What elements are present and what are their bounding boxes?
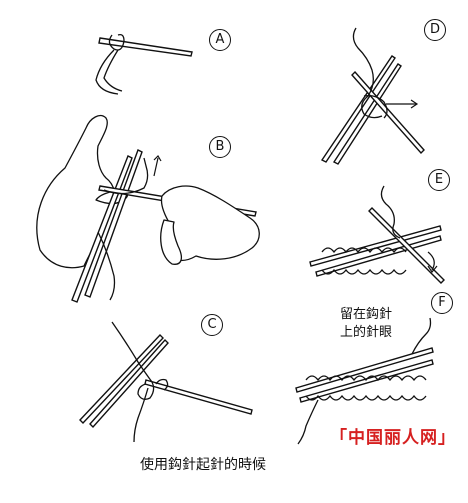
step-f-figure [295,317,434,445]
step-f-needle-1 [295,347,434,393]
step-e-stitches-bottom [321,268,407,275]
step-label-b: B [209,136,231,158]
step-f-stitches-top [305,375,427,382]
step-label-a: A [209,29,231,51]
step-label-f: F [431,292,453,314]
note-text: 留在鈎針 上的針眼 [340,306,392,342]
step-e-figure [309,185,445,284]
step-b-figure [36,114,260,303]
step-label-d: D [424,19,446,41]
step-d-yarn [352,27,383,119]
step-a-yarn-tail [95,49,119,95]
step-e-arrowhead [427,265,438,274]
step-f-yarn [411,317,432,355]
step-f-stitches-bottom [305,394,427,401]
step-b-yarn-tail [97,231,116,301]
step-b-arrowhead [153,155,162,162]
step-f-yarn-tail [297,399,319,445]
note-line-2: 上的針眼 [340,325,393,340]
step-b-yarn [103,157,149,195]
step-c-figure [79,321,253,443]
step-c-needle-1 [79,333,164,425]
step-a-needle [98,37,193,57]
note-line-1: 留在鈎針 [340,307,393,322]
watermark-logo: 「中国丽人网」 [330,428,456,448]
step-d-arrowhead [410,99,419,109]
step-e-arrow [427,251,435,271]
step-e-stitches-top [321,247,407,254]
right-finger [160,219,183,265]
step-d-figure [320,27,425,165]
step-c-needle-2 [89,338,169,429]
step-f-needle-2 [299,359,434,403]
step-c-yarn [111,321,155,400]
step-label-c: C [201,314,223,336]
step-e-yarn [380,185,401,239]
figure-caption: 使用鈎針起針的時候 [140,457,266,473]
step-b-needle-1 [84,149,143,298]
step-c-needle-3 [144,379,253,415]
step-c-loop [155,378,169,391]
step-c-yarn-tail [133,387,149,443]
step-a-yarn-tail-2 [103,49,123,92]
step-a-knot [108,33,125,51]
step-a-figure [95,33,193,95]
step-e-needle-3 [368,207,445,284]
step-label-e: E [428,169,450,191]
step-d-loop [363,94,388,119]
step-b-arrow [153,157,159,177]
